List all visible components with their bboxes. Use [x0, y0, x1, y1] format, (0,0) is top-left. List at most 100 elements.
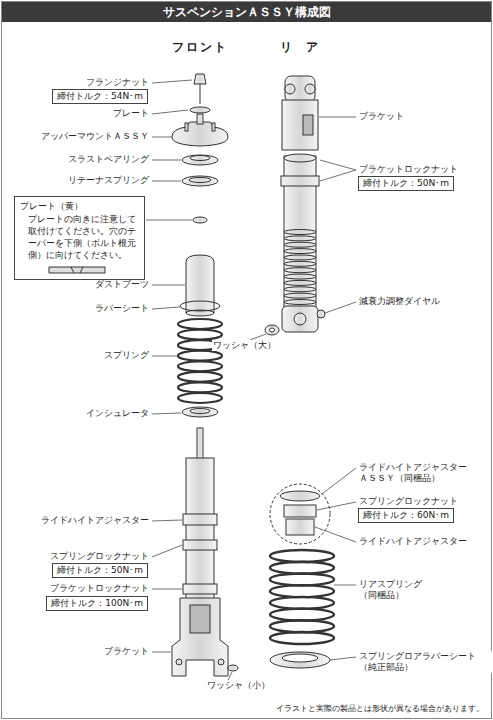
washer-large: [265, 325, 279, 335]
part-label: スプリング: [103, 350, 150, 361]
rear-upper-seat: [280, 491, 320, 501]
torque-value: 締付トルク：60N･m: [363, 510, 449, 520]
torque-value: 締付トルク：54N･m: [57, 91, 143, 101]
coil-turn: [270, 573, 334, 585]
coil-turn: [178, 319, 222, 329]
top-eye: [285, 76, 315, 102]
ride-height-adjuster: [183, 514, 217, 525]
part-label: ブラケットロックナット: [358, 164, 459, 175]
coil-turn: [270, 597, 334, 609]
coil-turn: [284, 255, 316, 260]
coil-turn: [178, 393, 222, 403]
coil-turn: [270, 632, 334, 644]
bracket: [172, 598, 228, 676]
part-label: 減衰力調整ダイヤル: [358, 296, 441, 307]
coil-turn: [284, 280, 316, 285]
coil-turn: [270, 562, 334, 574]
note-box: プレート（黄）プレートの向きに注意して取付けてください。穴のテーパーを下側（ボル…: [14, 196, 145, 280]
coil-turn: [178, 351, 222, 361]
part-label: ブラケット: [358, 111, 405, 122]
caption: イラストと実際の製品とは形状が異なる場合があります。: [275, 703, 485, 714]
part-label: ワッシャ（大）: [212, 340, 277, 351]
plate-section-icon: [47, 264, 107, 276]
dust-boot: [186, 255, 214, 313]
note-body: プレートの向きに注意して取付けてください。穴のテーパーを下側（ボルト根元側）に向…: [20, 213, 140, 261]
plate-yellow: [193, 217, 207, 223]
torque-box: 締付トルク：50N･m: [358, 176, 454, 191]
part-label: リテーナスプリング: [67, 175, 150, 186]
coil-turn: [270, 620, 334, 632]
torque-box: 締付トルク：100N･m: [46, 596, 148, 611]
coil-turn: [178, 330, 222, 340]
part-label: ブラケット: [103, 646, 150, 657]
flange-nut: [194, 74, 206, 84]
title-bar: サスペンションＡＳＳＹ構成図: [2, 2, 491, 22]
leader-lines: [146, 80, 356, 680]
part-label: インシュレータ: [85, 408, 150, 419]
bracket-lock-nut: [183, 584, 217, 594]
rubber-seat: [180, 301, 220, 311]
coil-turn: [284, 287, 316, 292]
rear-bracket-lock-nut: [281, 176, 319, 186]
part-label: ライドハイトアジャスター: [40, 515, 150, 526]
insulator: [182, 407, 218, 417]
section-heading: フロント: [171, 42, 229, 53]
rear-ride-height-adjuster: [286, 519, 314, 535]
coil-turn: [270, 585, 334, 597]
shock-body: [186, 458, 214, 600]
coil-turn: [284, 274, 316, 279]
torque-value: 締付トルク：50N･m: [57, 565, 143, 575]
part-label: ライドハイトアジャスター ＡＳＳＹ（同梱品）: [358, 462, 476, 484]
coil-turn: [284, 300, 316, 305]
retainer-spring: [182, 176, 218, 186]
coil-turn: [284, 268, 316, 273]
coil-turn: [178, 361, 222, 371]
title-text: サスペンションＡＳＳＹ構成図: [2, 2, 491, 22]
adjuster-assy-outline: [270, 484, 330, 544]
torque-box: 締付トルク：50N･m: [52, 563, 148, 578]
coil-turn: [270, 550, 334, 562]
part-label: ワッシャ（小）: [206, 680, 271, 691]
washer-small: [228, 665, 238, 671]
coil-turn: [284, 236, 316, 241]
part-label: アッパーマウントＡＳＳＹ: [40, 131, 150, 142]
lower-rubber-seat: [270, 652, 330, 668]
coil-turn: [284, 293, 316, 298]
part-label: スプリングロックナット: [358, 496, 459, 507]
plate: [190, 107, 210, 113]
coil-turn: [178, 382, 222, 392]
part-label: ラバーシート: [94, 303, 150, 314]
coil-turn: [178, 372, 222, 382]
part-label: リアスプリング （同梱品）: [358, 579, 432, 601]
bottom-eye: [282, 306, 318, 332]
section-heading: リア: [279, 42, 333, 53]
coil-turn: [284, 242, 316, 247]
torque-value: 締付トルク：100N･m: [51, 598, 143, 608]
part-label: ダストブーツ: [94, 279, 150, 290]
part-label: スラストベアリング: [67, 154, 150, 165]
part-label: ブラケットロックナット: [49, 583, 150, 594]
spring-lock-nut: [183, 540, 217, 550]
rear-spring: [270, 550, 334, 644]
coil-turn: [284, 261, 316, 266]
torque-value: 締付トルク：50N･m: [363, 178, 449, 188]
part-label: フランジナット: [85, 77, 150, 88]
rear-spring-lock-nut: [284, 505, 316, 517]
torque-box: 締付トルク：54N･m: [52, 89, 148, 104]
coil-turn: [284, 249, 316, 254]
coil-turn: [284, 230, 316, 235]
note-heading: プレート（黄）: [20, 200, 140, 212]
torque-box: 締付トルク：60N･m: [358, 508, 454, 523]
upper-mount: [172, 122, 228, 146]
piston-rod: [197, 428, 203, 460]
damping-dial: [317, 310, 325, 318]
thrust-bearing: [182, 155, 218, 165]
part-label: ライドハイトアジャスター: [358, 536, 468, 547]
coil-turn: [270, 609, 334, 621]
rear-bracket: [282, 100, 318, 150]
spring: [178, 319, 222, 403]
threaded-section: [284, 230, 316, 305]
